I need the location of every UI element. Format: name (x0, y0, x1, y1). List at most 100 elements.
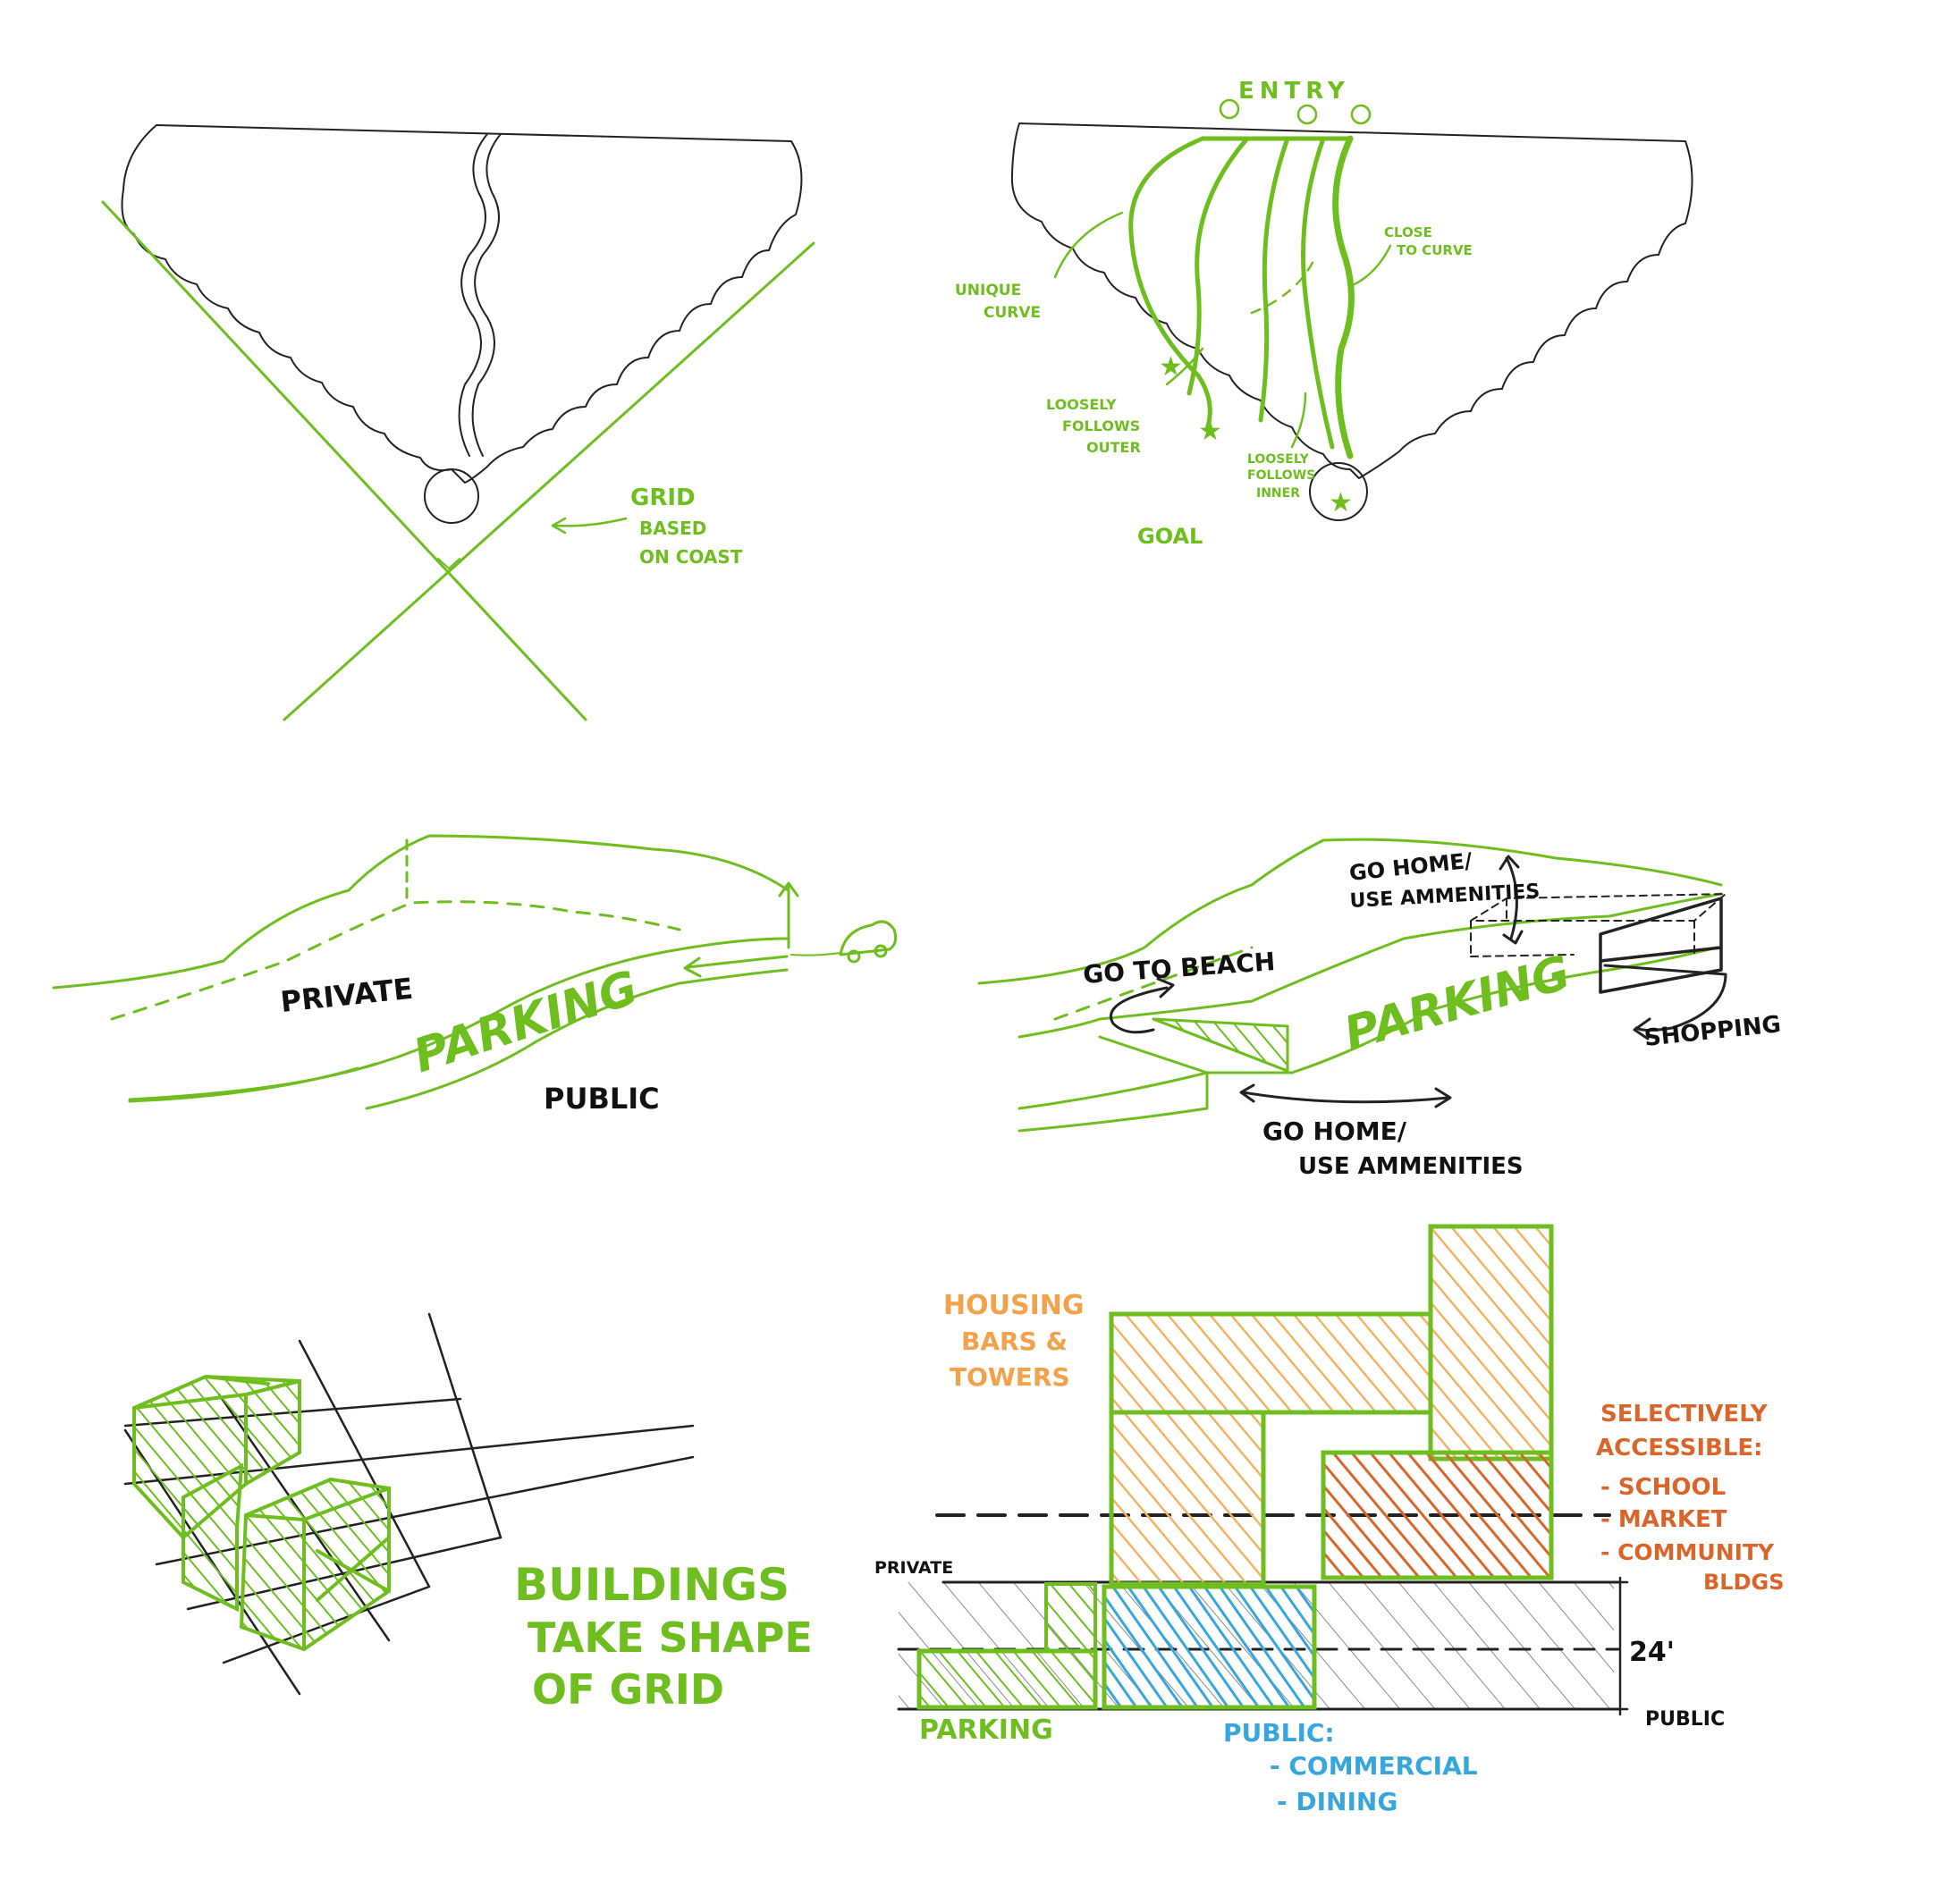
housing-label-2: BARS & (961, 1327, 1068, 1356)
grid-line-a (101, 200, 587, 721)
public-level-label: PUBLIC (1645, 1708, 1725, 1731)
grid-label-1: GRID (630, 484, 696, 511)
outer-label-1: LOOSELY (1046, 396, 1117, 413)
unique-curve-label-1: UNIQUE (955, 282, 1021, 299)
height-dim-ticks (1611, 1580, 1629, 1711)
shopping-label: SHOPPING (1643, 1011, 1783, 1052)
public-uses-label-2: - COMMERCIAL (1270, 1751, 1478, 1781)
caption-line-2: TAKE SHAPE (528, 1613, 813, 1662)
go-home-top-label-1: GO HOME/ (1348, 848, 1473, 886)
entry-circle-3 (1350, 104, 1372, 125)
selective-label-5: - COMMUNITY (1600, 1539, 1775, 1565)
entry-circle-1 (1219, 98, 1240, 120)
close-to-curve-label-1: CLOSE (1384, 224, 1432, 240)
grid-label-2: BASED (639, 518, 706, 539)
sketch-grid-based-on-coast: GRID BASED ON COAST (101, 124, 815, 721)
selective-label-1: SELECTIVELY (1600, 1401, 1769, 1428)
sketch-section: HOUSING BARS & TOWERS SELECTIVELY ACCESS… (874, 1224, 1785, 1816)
parking-label-2: PARKING (1338, 946, 1576, 1061)
height-label: 24' (1629, 1637, 1675, 1668)
sketch-buildings-grid: BUILDINGS TAKE SHAPE OF GRID (123, 1312, 813, 1714)
inner-channel-2 (471, 133, 502, 457)
grid-line-b (283, 241, 815, 721)
star-1: ★ (1159, 351, 1183, 383)
dashed-line-2 (1053, 946, 1254, 1021)
entry-label: ENTRY (1238, 78, 1350, 105)
unique-curve-label-2: CURVE (984, 304, 1041, 322)
beach-access-edge (1098, 1017, 1289, 1074)
dashed-connector (1250, 257, 1316, 315)
inner-label-1: LOOSELY (1247, 452, 1310, 467)
grid-label-3: ON COAST (639, 546, 743, 568)
selective-access-block (1321, 1450, 1554, 1580)
selective-label-4: - MARKET (1600, 1506, 1727, 1533)
public-uses-label-1: PUBLIC: (1223, 1718, 1335, 1748)
ghost-building (1470, 893, 1727, 957)
close-to-curve-label-2: TO CURVE (1397, 242, 1473, 258)
private-dashed-line (110, 900, 681, 1021)
selective-label-6: BLDGS (1703, 1570, 1785, 1595)
top-coast-line-2 (977, 838, 1723, 985)
path-curve-3 (1258, 136, 1290, 423)
parking-band-bottom-2 (1290, 946, 1718, 1074)
go-home-top-label-2: USE AMMENITIES (1349, 880, 1541, 913)
grid-arrow (551, 517, 628, 535)
car-icon (790, 920, 898, 964)
path-curve-4 (1301, 136, 1335, 450)
housing-lower-block (1109, 1410, 1266, 1587)
public-label: PUBLIC (544, 1082, 660, 1116)
caption-line-3: OF GRID (532, 1665, 724, 1714)
star-2: ★ (1198, 416, 1222, 447)
inner-label-2: FOLLOWS (1247, 468, 1315, 483)
close-to-curve-arrow (1353, 244, 1392, 286)
right-angle-mark (437, 558, 460, 569)
star-3: ★ (1329, 487, 1353, 518)
parking-band-top-2 (1017, 892, 1723, 1039)
go-home-bottom-label-2: USE AMMENITIES (1298, 1153, 1524, 1180)
public-commercial-block (1102, 1584, 1317, 1710)
unique-curve-arrow (1053, 211, 1124, 279)
site-outline-2 (1010, 122, 1693, 479)
goal-circle (424, 468, 479, 524)
sketch-circulation: GO HOME/ USE AMMENITIES GO TO BEACH PARK… (977, 838, 1783, 1180)
site-outline (121, 124, 803, 484)
shopping-arrow (1603, 964, 1727, 1040)
path-curve-5 (1332, 135, 1355, 459)
building-block-3 (239, 1477, 391, 1652)
path-curve-1 (1128, 136, 1212, 432)
public-uses-label-3: - DINING (1277, 1787, 1397, 1816)
public-edge (128, 1066, 359, 1103)
tower-block (1428, 1224, 1554, 1462)
inner-label-3: INNER (1256, 486, 1300, 501)
lower-edge-3 (1017, 1071, 1209, 1133)
parking-block (916, 1648, 1098, 1710)
outer-label-3: OUTER (1086, 439, 1141, 456)
parking-label: PARKING (407, 961, 644, 1083)
selective-label-3: - SCHOOL (1600, 1474, 1726, 1501)
inner-arrow (1290, 392, 1307, 449)
outer-label-2: FOLLOWS (1062, 417, 1140, 434)
top-coast-line (52, 834, 789, 990)
caption-line-1: BUILDINGS (514, 1559, 789, 1611)
selective-label-2: ACCESSIBLE: (1596, 1435, 1763, 1462)
parking-small-block (1044, 1582, 1097, 1653)
outer-arrow (1165, 347, 1204, 386)
goal-circle-2 (1309, 462, 1368, 521)
parking-band-top (342, 937, 789, 1074)
goal-label: GOAL (1137, 524, 1203, 549)
sketch-parking-divide: PRIVATE PARKING PUBLIC (52, 834, 898, 1116)
building-block-2 (182, 1462, 244, 1613)
solid-building (1599, 897, 1723, 994)
go-home-bottom-label-1: GO HOME/ (1262, 1116, 1407, 1146)
go-to-beach-arrow (1110, 977, 1175, 1034)
lower-edge-2 (1017, 1071, 1294, 1110)
entry-circle-2 (1296, 104, 1318, 125)
sketch-path-concept: ENTRY ★ ★ ★ UNIQUE CURVE CLOSE TO CURVE … (955, 78, 1693, 549)
private-level-label: PRIVATE (874, 1558, 953, 1578)
parking-label-3: PARKING (919, 1714, 1053, 1746)
building-block-1 (132, 1374, 301, 1540)
height-arrow-head (778, 881, 799, 897)
car-arrow (683, 955, 789, 978)
go-home-bottom-arrow (1239, 1083, 1452, 1108)
